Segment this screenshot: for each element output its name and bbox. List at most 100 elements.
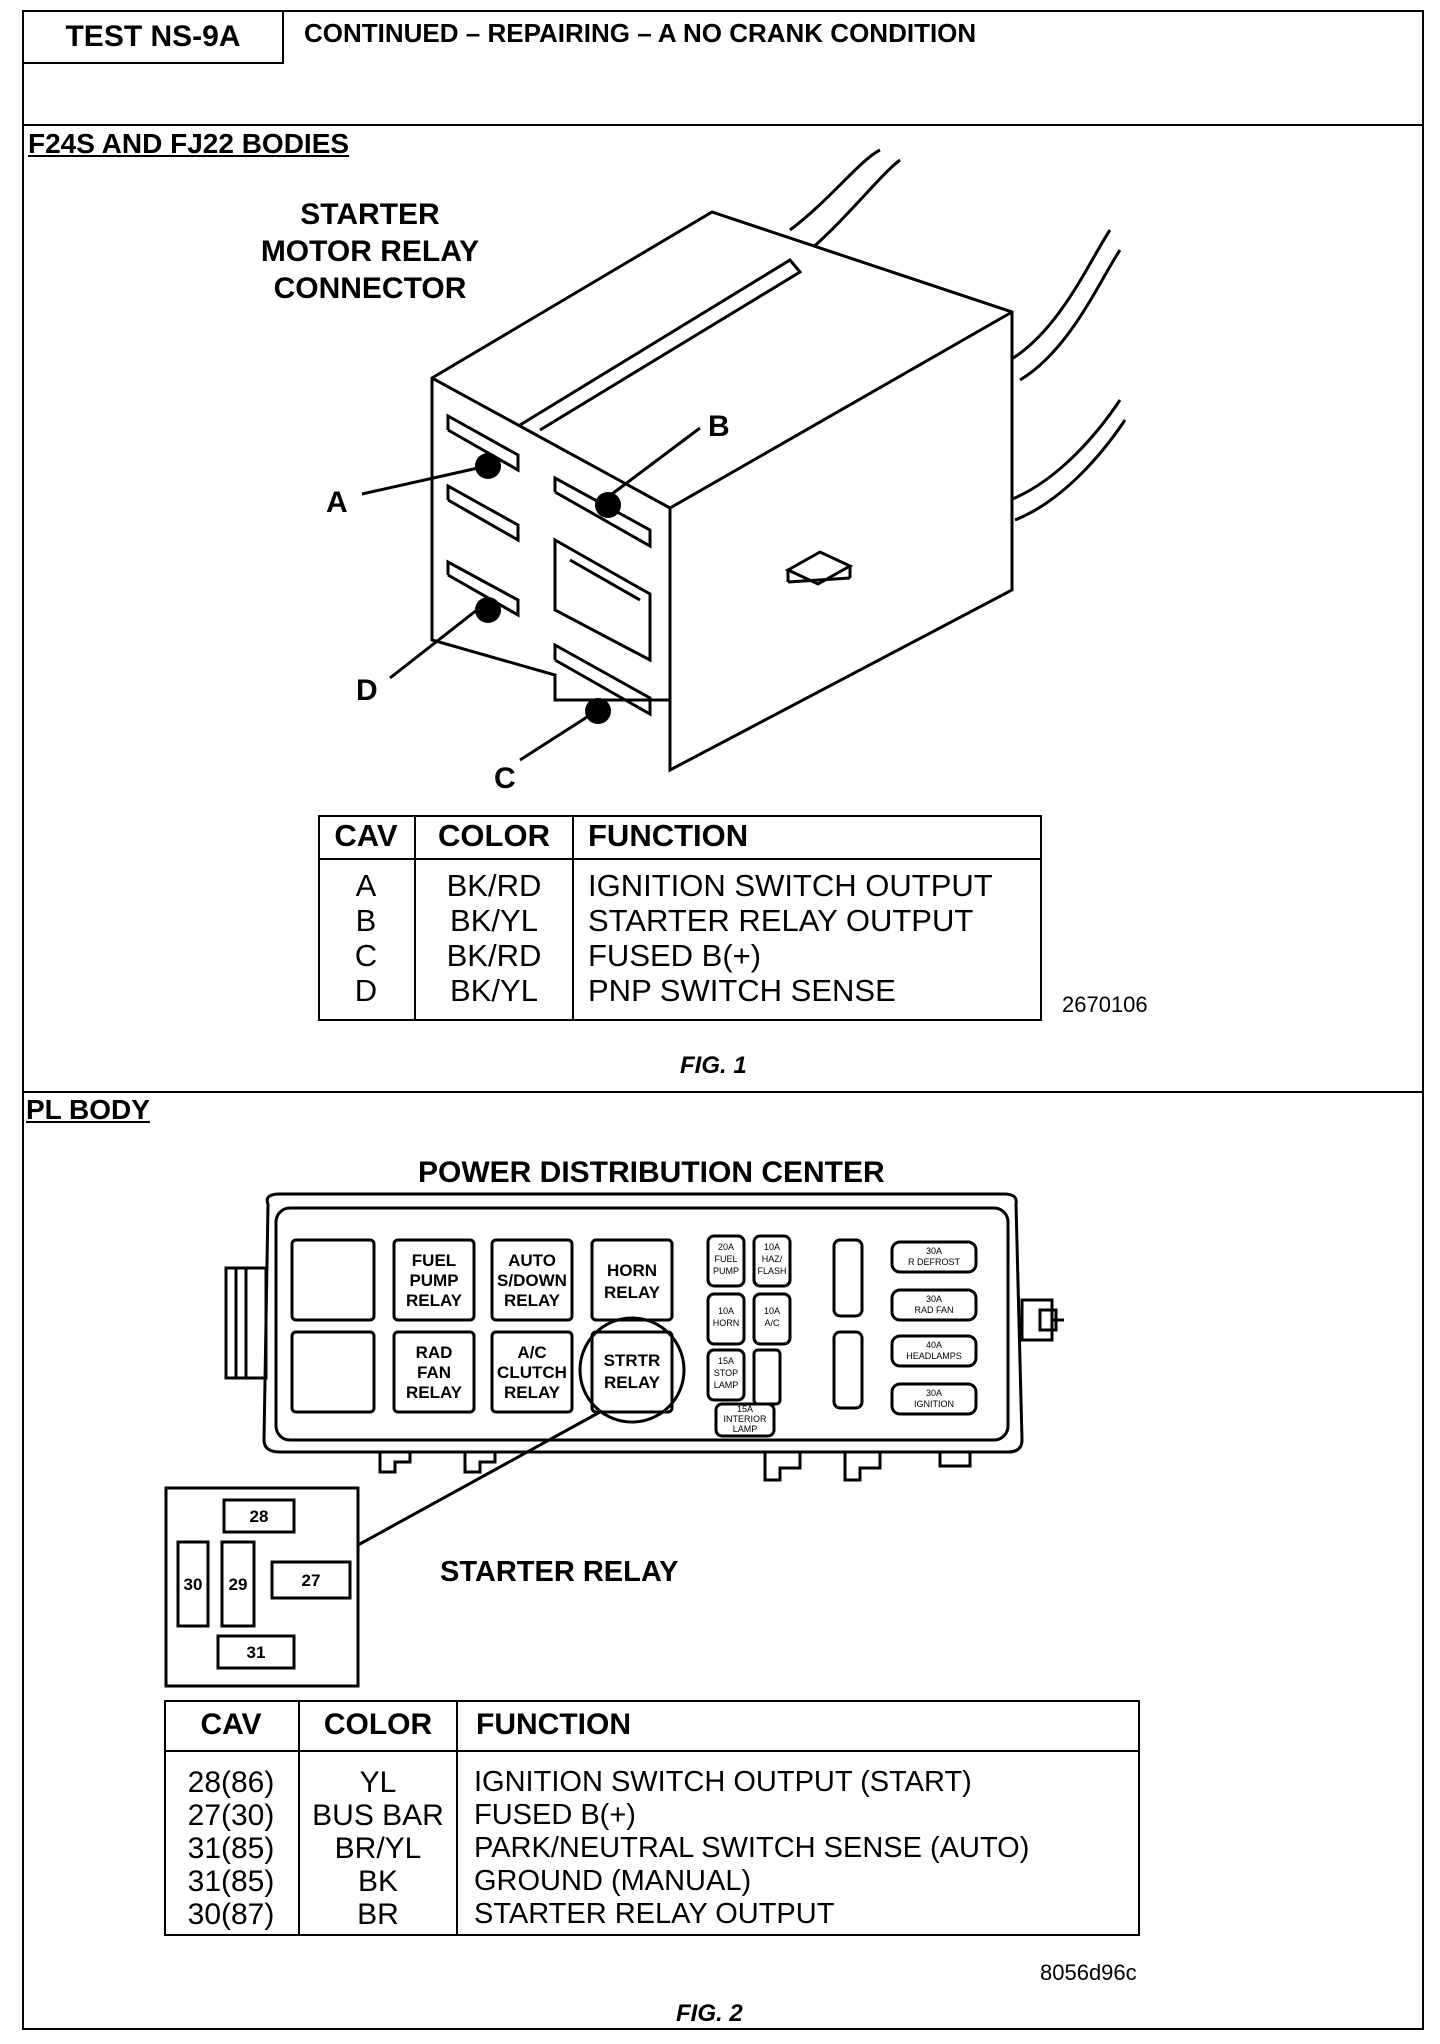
table1-cav-column: A B C D — [318, 868, 414, 1008]
figure2-code: 8056d96c — [1040, 1960, 1137, 1985]
starter-relay-connector-diagram: A B D C — [326, 148, 1127, 795]
fuse-fuel-pump-line2: FUEL — [714, 1254, 737, 1264]
relay-pin-30: 30 — [184, 1575, 203, 1594]
figure1-caption: FIG. 1 — [680, 1052, 747, 1079]
table-cell: BK/RD — [446, 938, 542, 973]
figure1-code: 2670106 — [1062, 992, 1148, 1017]
table2-header-cav: CAV — [200, 1708, 262, 1741]
fuse-fuel-pump-line3: PUMP — [713, 1266, 739, 1276]
table1-color-column: BK/RD BK/YL BK/RD BK/YL — [416, 868, 572, 1008]
table-cell: BR — [357, 1898, 399, 1931]
fuse-haz-flash-line1: 10A — [764, 1242, 780, 1252]
relay-rad-fan-line3: RELAY — [406, 1383, 463, 1402]
fuse-horn-line1: 10A — [718, 1306, 734, 1316]
relay-pin-28: 28 — [250, 1507, 269, 1526]
maxi-fuse-r-defrost-line1: 30A — [926, 1246, 942, 1256]
table-cell: BR/YL — [334, 1832, 422, 1865]
maxi-fuse-headlamps-line1: 40A — [926, 1340, 942, 1350]
relay-pin-31: 31 — [247, 1643, 266, 1662]
fuse-interior-lamp-line2: INTERIOR — [723, 1414, 767, 1424]
fuse-ac-line1: 10A — [764, 1306, 780, 1316]
relay-rad-fan-line2: FAN — [417, 1363, 451, 1382]
relay-fuel-pump-line3: RELAY — [406, 1291, 463, 1310]
table2-header-function: FUNCTION — [476, 1708, 631, 1741]
table-cell: 28(86) — [187, 1766, 275, 1799]
fuse-stop-lamp-line3: LAMP — [714, 1380, 739, 1390]
relay-fuel-pump-line1: FUEL — [412, 1251, 456, 1270]
table-cell: BK/RD — [446, 868, 542, 903]
pin-c-dot — [585, 698, 611, 724]
page-title: CONTINUED – REPAIRING – A NO CRANK CONDI… — [304, 18, 977, 48]
section-divider — [22, 1091, 1424, 1093]
table2-header-color: COLOR — [323, 1708, 433, 1741]
header-divider — [22, 124, 1424, 126]
table-cell: BUS BAR — [312, 1799, 444, 1832]
relay-pin-27: 27 — [302, 1571, 321, 1590]
pdc-title: POWER DISTRIBUTION CENTER — [418, 1156, 885, 1189]
section2-heading: PL BODY — [26, 1094, 150, 1125]
table2-col-rule — [456, 1700, 458, 1936]
relay-horn-line1: HORN — [607, 1261, 657, 1280]
relay-horn-line2: RELAY — [604, 1283, 661, 1302]
table-cell: IGNITION SWITCH OUTPUT — [588, 868, 993, 903]
relay-auto-shutdown-line3: RELAY — [504, 1291, 561, 1310]
table-cell: D — [354, 973, 378, 1008]
starter-relay-label: STARTER RELAY — [440, 1556, 679, 1588]
table-cell: BK — [357, 1865, 399, 1898]
relay-strtr-line1: STRTR — [604, 1351, 661, 1370]
table2 — [164, 1700, 1140, 1936]
table1 — [318, 815, 1042, 1021]
table-cell: B — [355, 903, 377, 938]
fuse-stop-lamp-line1: 15A — [718, 1356, 734, 1366]
table1-header-color: COLOR — [438, 818, 550, 853]
relay-rad-fan-line1: RAD — [416, 1343, 453, 1362]
fuse-fuel-pump-line1: 20A — [718, 1242, 734, 1252]
maxi-fuse-rad-fan-line1: 30A — [926, 1294, 942, 1304]
maxi-fuse-r-defrost-line2: R DEFROST — [908, 1257, 961, 1267]
table-cell: STARTER RELAY OUTPUT — [474, 1898, 835, 1930]
table2-header-rule — [164, 1750, 1140, 1752]
table-cell: PARK/NEUTRAL SWITCH SENSE (AUTO) — [474, 1832, 1030, 1864]
fuse-haz-flash-line3: FLASH — [757, 1266, 786, 1276]
connector-pins — [475, 453, 621, 724]
power-distribution-center-diagram: FUEL PUMP RELAY AUTO S/DOWN RELAY HORN R… — [164, 1192, 1064, 1688]
maxi-fuse-ignition-line2: IGNITION — [914, 1399, 954, 1409]
table-cell: 27(30) — [187, 1799, 275, 1832]
table-cell: A — [355, 868, 377, 903]
connector-label: STARTER MOTOR RELAY CONNECTOR — [260, 198, 480, 305]
table-cell: FUSED B(+) — [588, 938, 762, 973]
relay-ac-clutch-line3: RELAY — [504, 1383, 561, 1402]
table2-col-rule — [298, 1700, 300, 1936]
fuse-stop-lamp-line2: STOP — [714, 1368, 738, 1378]
table1-header-rule — [318, 858, 1042, 860]
pin-b-dot — [595, 492, 621, 518]
table-cell: 31(85) — [187, 1832, 275, 1865]
table1-header-function: FUNCTION — [588, 818, 749, 853]
maxi-fuse-rad-fan-line2: RAD FAN — [914, 1305, 953, 1315]
table1-function-column: IGNITION SWITCH OUTPUT STARTER RELAY OUT… — [588, 868, 993, 1008]
page-frame — [22, 10, 1424, 2030]
table2-color-column: YL BUS BAR BR/YL BK BR — [300, 1766, 456, 1931]
table2-function-column: IGNITION SWITCH OUTPUT (START) FUSED B(+… — [474, 1766, 1029, 1931]
figure2-caption: FIG. 2 — [676, 2000, 743, 2027]
pin-label-d: D — [356, 674, 378, 707]
fuse-ac-line2: A/C — [764, 1318, 780, 1328]
table-cell: FUSED B(+) — [474, 1799, 636, 1831]
pin-a-dot — [475, 453, 501, 479]
table-cell: 30(87) — [187, 1898, 275, 1931]
pin-d-dot — [475, 597, 501, 623]
table-cell: BK/YL — [450, 903, 538, 938]
table-cell: PNP SWITCH SENSE — [588, 973, 896, 1008]
relay-auto-shutdown-line1: AUTO — [508, 1251, 556, 1270]
table1-header-cav: CAV — [334, 818, 398, 853]
fuse-interior-lamp-line3: LAMP — [733, 1424, 758, 1434]
pin-label-c: C — [494, 762, 516, 795]
fuse-haz-flash-line2: HAZ/ — [762, 1254, 783, 1264]
relay-strtr-line2: RELAY — [604, 1373, 661, 1392]
relay-fuel-pump-line2: PUMP — [409, 1271, 458, 1290]
table-cell: C — [354, 938, 378, 973]
fuse-interior-lamp-line1: 15A — [737, 1404, 753, 1414]
relay-ac-clutch-line1: A/C — [517, 1343, 546, 1362]
pin-label-b: B — [708, 410, 730, 443]
section1-heading: F24S AND FJ22 BODIES — [28, 128, 350, 159]
